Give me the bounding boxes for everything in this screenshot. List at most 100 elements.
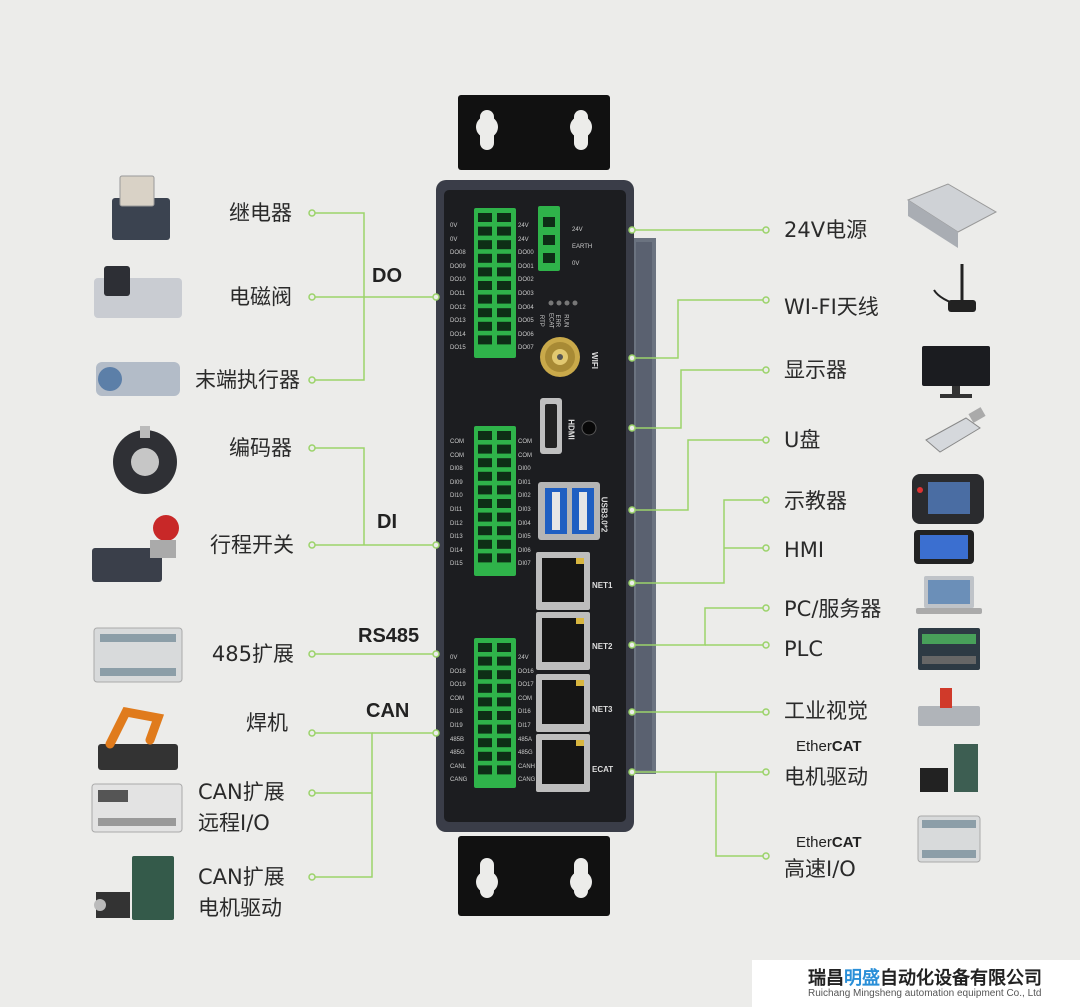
- label-wifi-antenna: WI-FI天线: [784, 295, 879, 319]
- right-product-images: [906, 183, 998, 863]
- label-power-24v: 24V电源: [784, 218, 868, 242]
- do-right-pin-label: DO01: [518, 263, 534, 270]
- di-left-pin-label: DI15: [450, 561, 463, 568]
- do-right-pin-label: DO04: [518, 304, 534, 311]
- do-left-pin-label: DO11: [450, 291, 466, 297]
- terminal-pin: [478, 335, 492, 345]
- power-supply-image: [906, 183, 998, 248]
- end-effector-image: [96, 362, 180, 396]
- teach-pendant-image: [912, 474, 984, 524]
- di-right-pin-label: DI02: [518, 493, 531, 500]
- label-can-io-line1: CAN扩展: [198, 780, 285, 804]
- label-can-motor-line1: CAN扩展: [198, 865, 285, 889]
- terminal-pin: [497, 281, 511, 290]
- company-name: 瑞昌明盛自动化设备有限公司: [808, 968, 1042, 989]
- terminal-pin: [497, 670, 511, 680]
- group-label-do: DO: [372, 265, 402, 287]
- di-left-pin-label: DI08: [450, 466, 463, 473]
- terminal-pin: [478, 471, 492, 481]
- wifi-antenna-image: [933, 264, 976, 312]
- power-pin-0v: 0V: [572, 261, 580, 267]
- terminal-pin: [478, 526, 492, 536]
- io-left-pin-label: 485B: [450, 736, 465, 743]
- terminal-pin: [478, 711, 492, 720]
- terminal-pin: [497, 724, 511, 734]
- label-relay: 继电器: [229, 201, 292, 225]
- label-welder: 焊机: [246, 711, 288, 735]
- terminal-pin: [497, 267, 511, 277]
- terminal-pin: [478, 683, 492, 693]
- label-ethercat-motor: 电机驱动: [784, 765, 868, 789]
- do-left-pin-label: DO15: [450, 345, 466, 352]
- label-end-effector: 末端执行器: [195, 368, 300, 392]
- group-label-can: CAN: [366, 700, 410, 722]
- ethercat-logo-io: EtherCAT: [796, 834, 862, 851]
- ecat-port: [536, 734, 590, 792]
- port-label-net3: NET3: [592, 705, 613, 714]
- di-right-pin-label: DI07: [518, 561, 531, 568]
- terminal-pin: [478, 294, 492, 304]
- terminal-pin: [478, 213, 492, 222]
- terminal-pin: [497, 656, 511, 666]
- io-left-pin-label: CANG: [450, 777, 468, 784]
- terminal-pin: [478, 670, 492, 680]
- net3-port: [536, 674, 590, 732]
- power-pin-24v: 24V: [572, 227, 583, 233]
- terminal-pin: [478, 697, 492, 707]
- di-right-pin-label: DI00: [518, 466, 531, 473]
- terminal-pin: [497, 499, 511, 508]
- di-left-pin-label: DI12: [450, 520, 463, 527]
- do-right-pin-label: DO07: [518, 345, 534, 352]
- io-terminal-block: [474, 638, 516, 788]
- do-left-pin-label: DO13: [450, 318, 466, 325]
- left-connector-dots: [308, 209, 440, 881]
- do-left-pin-label: DO12: [450, 304, 466, 311]
- right-connector-dots: [628, 226, 770, 860]
- label-hmi: HMI: [784, 538, 825, 562]
- port-label-wifi: WIFI: [589, 352, 599, 369]
- net1-port: [536, 552, 590, 610]
- company-name-english: Ruichang Mingsheng automation equipment …: [808, 988, 1042, 999]
- usb-drive-image: [925, 407, 986, 453]
- terminal-pin: [497, 765, 511, 775]
- do-terminal-block: [474, 208, 516, 358]
- label-plc: PLC: [784, 637, 824, 661]
- terminal-pin: [478, 499, 492, 508]
- ethercat-logo-motor: EtherCAT: [796, 738, 862, 755]
- solenoid-valve-image: [94, 266, 182, 318]
- terminal-pin: [478, 485, 492, 495]
- terminal-pin: [497, 471, 511, 481]
- terminal-pin: [478, 643, 492, 652]
- terminal-pin: [478, 281, 492, 290]
- di-left-pin-label: COM: [450, 452, 464, 459]
- left-connector-lines: [312, 212, 436, 878]
- io-right-pin-label: 485A: [518, 736, 533, 743]
- di-right-pin-label: DI04: [518, 520, 531, 527]
- terminal-pin: [497, 485, 511, 495]
- io-right-pin-label: COM: [518, 695, 532, 702]
- di-right-pin-label: DI01: [518, 479, 531, 486]
- do-right-pin-label: 24V: [518, 223, 529, 229]
- terminal-pin: [497, 751, 511, 761]
- terminal-pin: [478, 458, 492, 468]
- io-left-pin-label: CANL: [450, 763, 467, 770]
- group-label-rs485: RS485: [358, 625, 420, 647]
- label-machine-vision: 工业视觉: [784, 699, 868, 723]
- do-right-pin-label: DO02: [518, 277, 534, 284]
- terminal-pin: [497, 553, 511, 563]
- di-left-pin-label: DI14: [450, 547, 463, 554]
- label-can-motor-line2: 电机驱动: [198, 896, 282, 920]
- monitor-image: [922, 346, 990, 398]
- terminal-pin: [497, 526, 511, 536]
- usb-ports: [538, 482, 600, 540]
- port-label-hdmi: HDMI: [566, 419, 576, 440]
- terminal-pin: [497, 226, 511, 236]
- rs485-module-image: [93, 627, 183, 683]
- terminal-pin: [478, 553, 492, 563]
- relay-image: [112, 175, 170, 240]
- travel-switch-image: [92, 515, 179, 582]
- io-right-pin-label: DO16: [518, 668, 534, 675]
- io-left-pin-label: DO18: [450, 668, 466, 675]
- do-right-pin-label: DO00: [518, 250, 534, 257]
